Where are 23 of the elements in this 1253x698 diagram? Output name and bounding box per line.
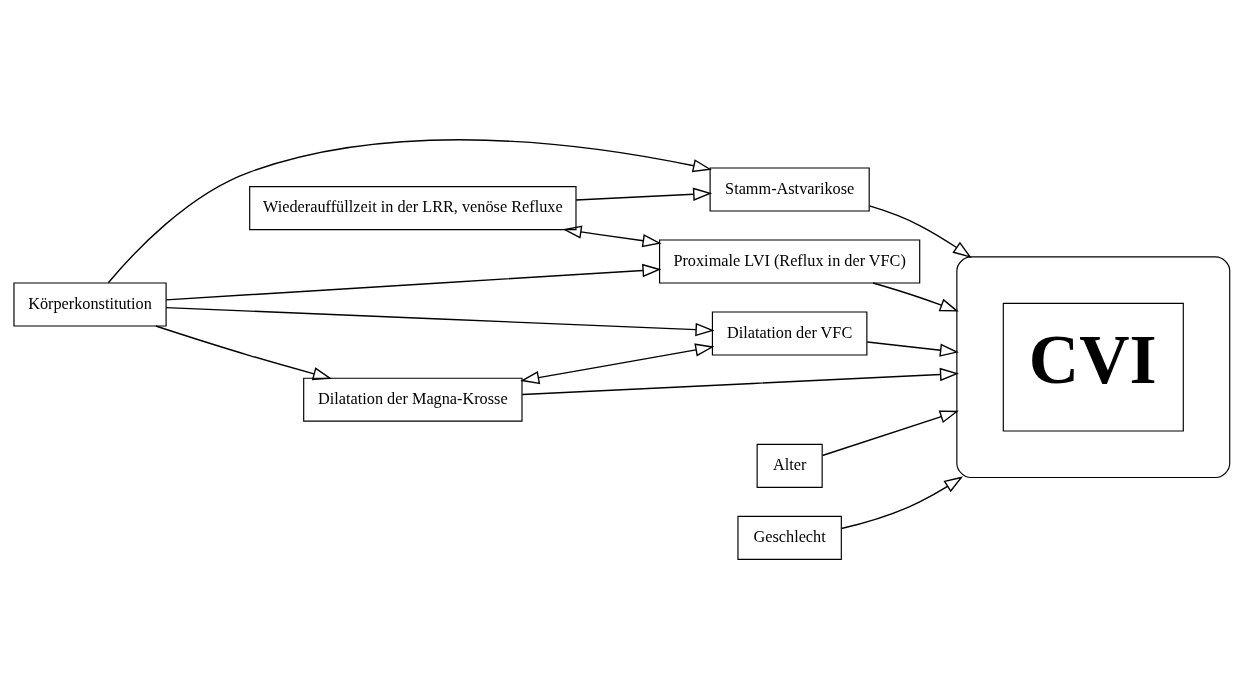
- node-box: Dilatation der Magna-Krosse: [303, 377, 523, 422]
- node-box: Alter: [756, 443, 823, 488]
- arrow: [575, 187, 713, 201]
- arrow: [165, 263, 662, 301]
- arrow: [107, 138, 712, 283]
- node-box: Körperkonstitution: [13, 281, 167, 327]
- node-box: Geschlecht: [737, 515, 842, 560]
- arrow: [866, 340, 959, 357]
- arrow: [840, 475, 964, 529]
- arrow: [165, 306, 715, 336]
- arrow: [521, 367, 959, 395]
- node-box: Dilatation der VFC: [711, 310, 868, 356]
- node-box: Stamm-Astvarikose: [709, 166, 870, 212]
- arrow: [155, 324, 332, 380]
- cluster: [956, 255, 1231, 478]
- node-box: CVI: [1002, 302, 1184, 432]
- arrow: [868, 204, 972, 258]
- node-box: Proximale LVI (Reflux in der VFC): [659, 238, 921, 284]
- arrow: [821, 409, 959, 456]
- node-box: Wiederauffüllzeit in der LRR, venöse Refluxe: [249, 185, 577, 230]
- arrow: [872, 281, 959, 312]
- arrow: [520, 342, 715, 384]
- arrow: [562, 224, 662, 247]
